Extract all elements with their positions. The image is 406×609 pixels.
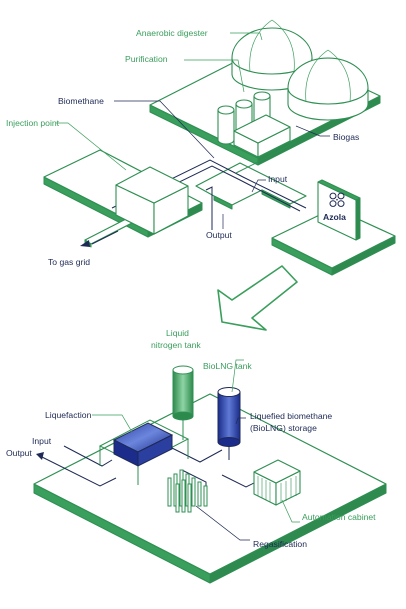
liquefaction-unit bbox=[98, 419, 190, 485]
top-scene: Azola Anaerobic digester Purification Bi… bbox=[6, 19, 396, 276]
purification-box bbox=[233, 114, 291, 158]
label-automation-cabinet: Automation cabinet bbox=[302, 512, 376, 522]
label-anaerobic-digester: Anaerobic digester bbox=[136, 28, 208, 38]
azola-logo-icon bbox=[329, 192, 345, 207]
label-liquefied-2: (BioLNG) storage bbox=[250, 423, 317, 433]
label-input-bottom: Input bbox=[32, 436, 52, 446]
label-regasification: Regasification bbox=[253, 539, 307, 549]
azola-platform bbox=[271, 207, 396, 276]
digester-dome-2 bbox=[287, 49, 369, 121]
bottom-scene: Liquid nitrogen tank BioLNG tank Liquefa… bbox=[6, 328, 387, 584]
azola-sign: Azola bbox=[317, 179, 361, 241]
liquid-nitrogen-tank bbox=[172, 365, 194, 440]
label-liquid-nitrogen-1: Liquid bbox=[166, 328, 189, 338]
azola-logo-text: Azola bbox=[323, 212, 346, 222]
label-biogas: Biogas bbox=[333, 132, 359, 142]
label-biomethane: Biomethane bbox=[58, 96, 104, 106]
label-liquid-nitrogen-2: nitrogen tank bbox=[151, 340, 201, 350]
label-to-gas-grid: To gas grid bbox=[48, 257, 90, 267]
regasification-unit bbox=[167, 469, 208, 513]
label-input-top: Input bbox=[268, 174, 288, 184]
bottom-leaders bbox=[92, 359, 300, 541]
bottom-pipes bbox=[36, 445, 263, 500]
label-liquefied-1: Liquefied biomethane bbox=[250, 411, 332, 421]
top-leaders bbox=[56, 32, 330, 229]
bottom-platform bbox=[33, 393, 387, 584]
label-liquefaction: Liquefaction bbox=[45, 410, 92, 420]
label-purification: Purification bbox=[125, 54, 168, 64]
automation-cabinet bbox=[253, 459, 301, 506]
label-injection-point: Injection point bbox=[6, 118, 60, 128]
injection-box bbox=[115, 166, 189, 235]
label-output-top: Output bbox=[206, 230, 232, 240]
label-output-bottom: Output bbox=[6, 448, 32, 458]
label-biolng-tank: BioLNG tank bbox=[203, 361, 252, 371]
large-down-left-arrow-icon bbox=[217, 265, 298, 331]
biolng-tank bbox=[217, 387, 241, 460]
